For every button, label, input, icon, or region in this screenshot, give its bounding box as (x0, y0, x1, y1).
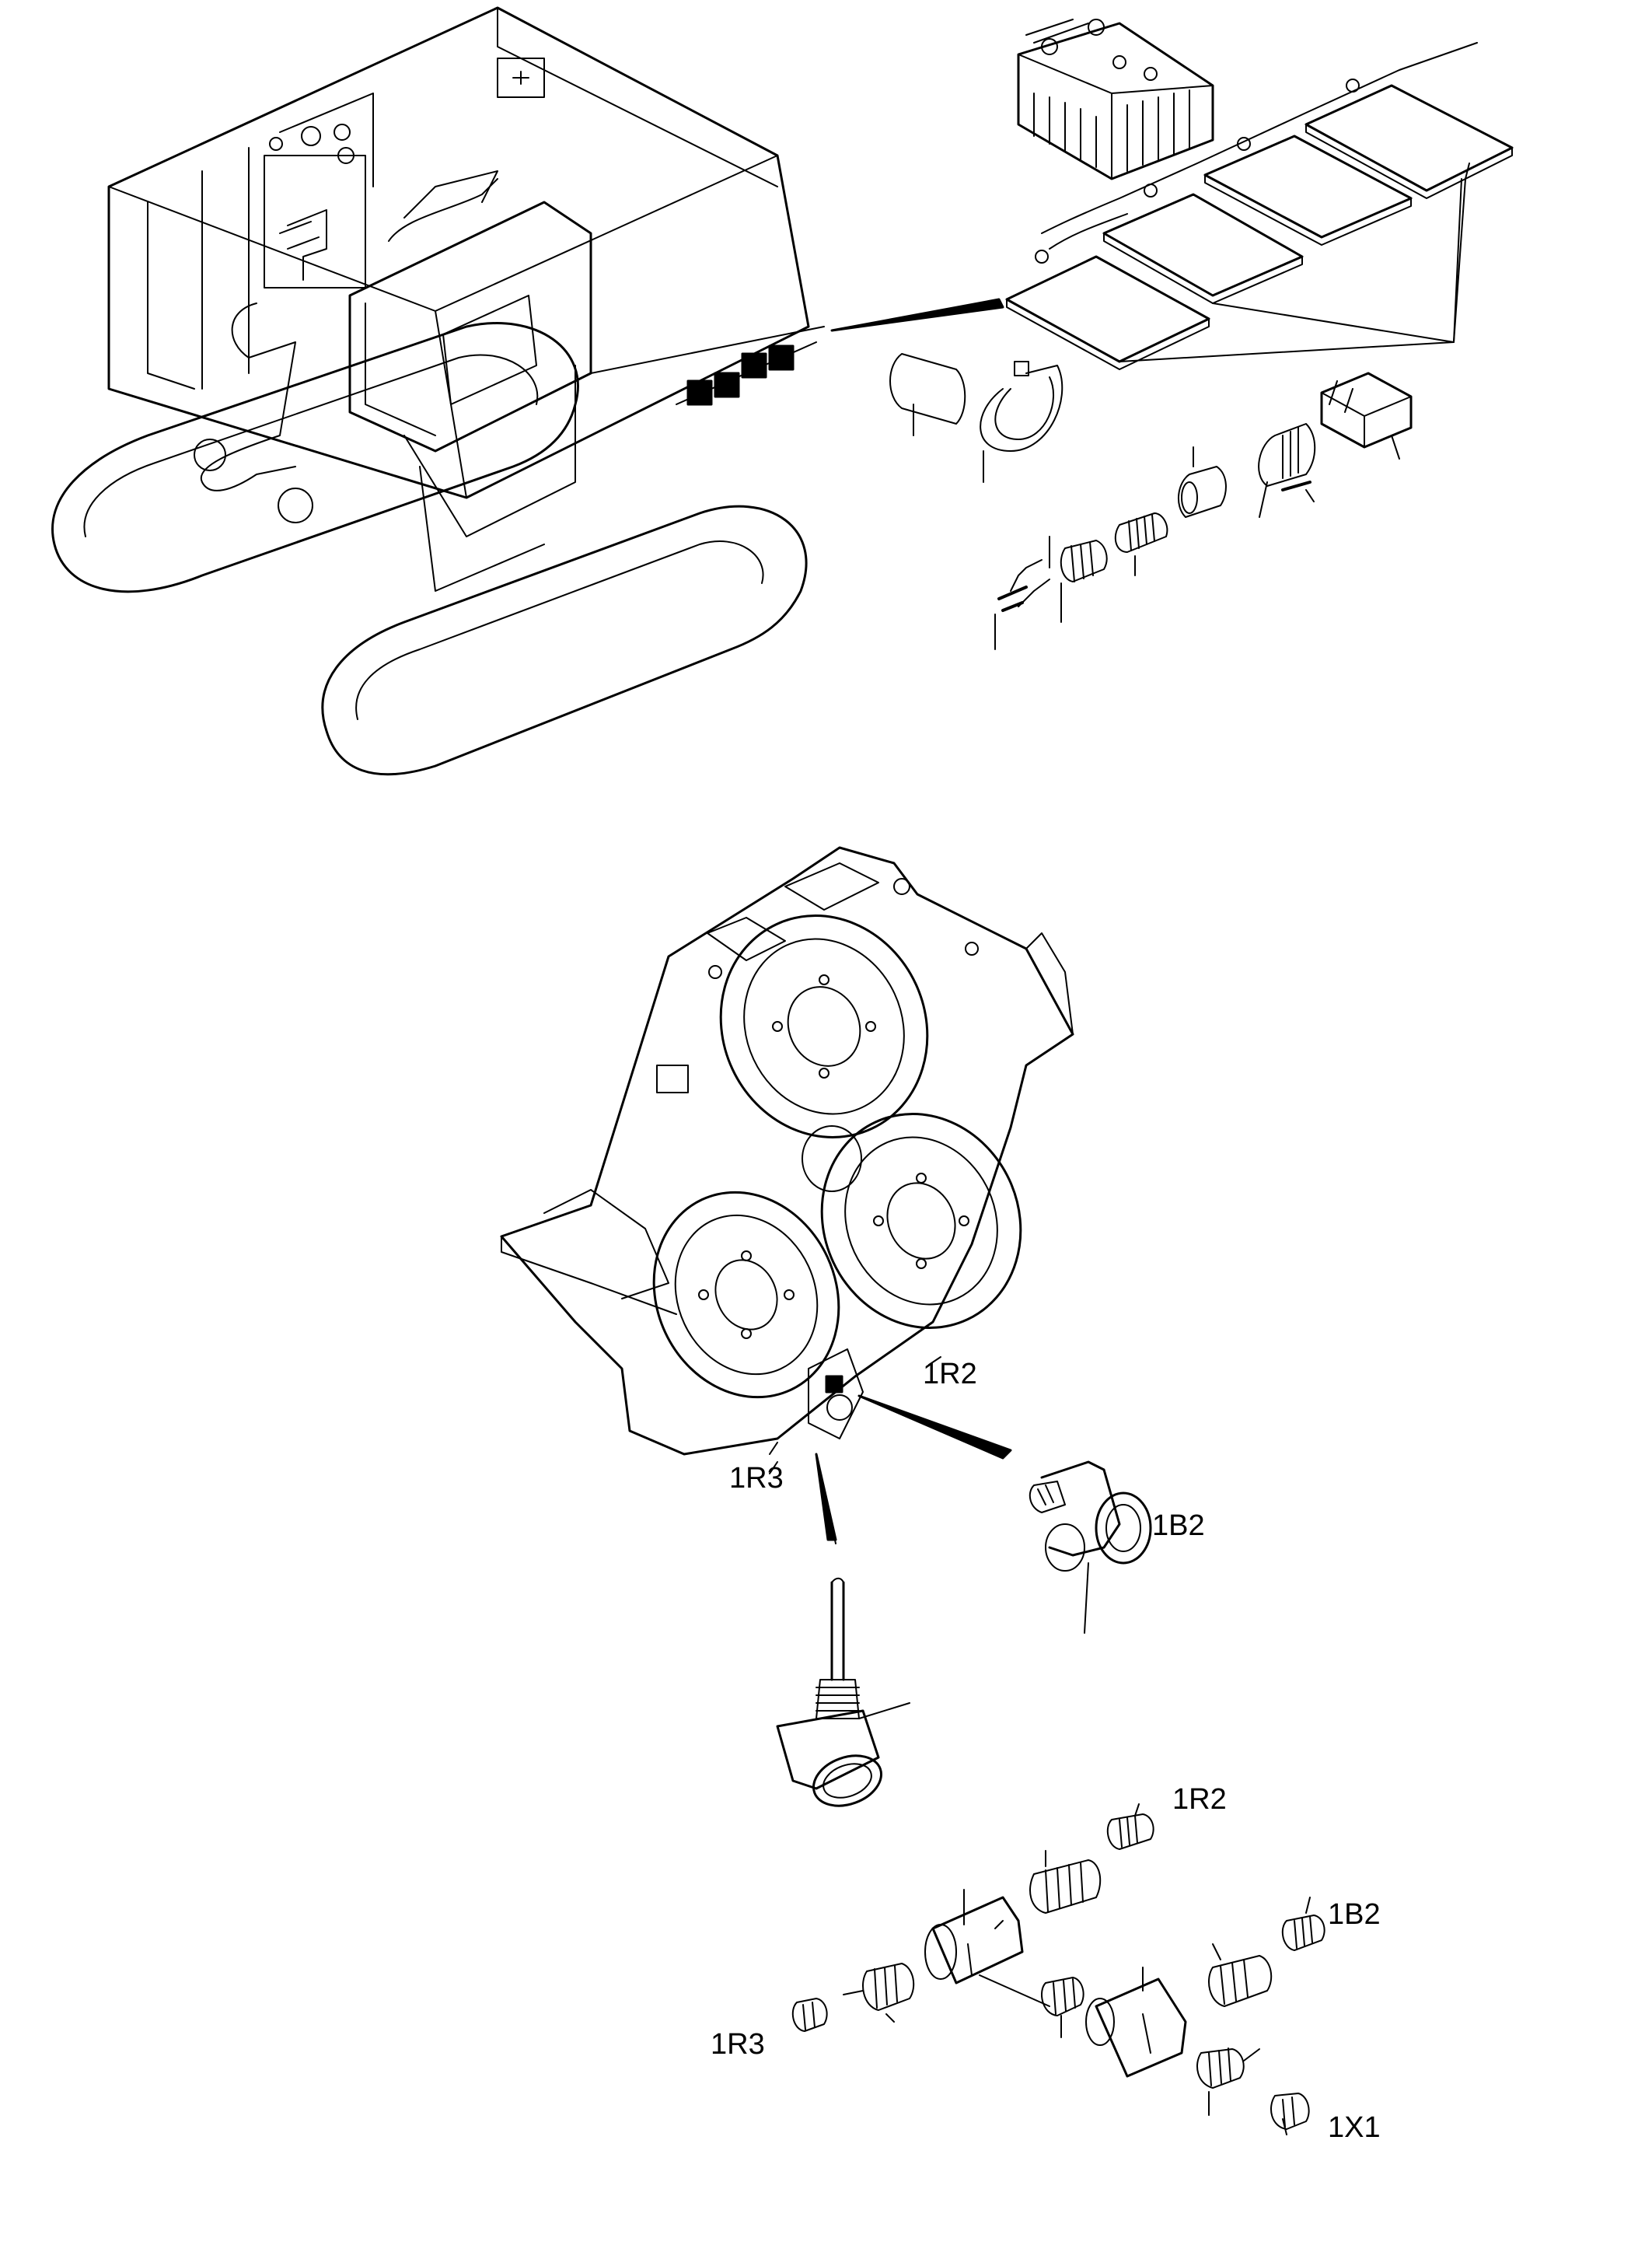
sensor-1b2 (1029, 1460, 1152, 1634)
harness-label-1r2: 1R2 (1172, 1783, 1227, 1816)
connector-kit (889, 353, 1413, 650)
leader-arrow-1b2 (857, 1394, 1012, 1460)
harness-label-1b2: 1B2 (1328, 1898, 1381, 1931)
left-track (51, 322, 579, 593)
mount-foot-right (1025, 932, 1074, 1051)
pin (1281, 481, 1311, 491)
battery-and-relays (1005, 19, 1514, 370)
gearbox-label-1r3: 1R3 (729, 1462, 784, 1495)
right-track (321, 505, 808, 776)
sensor-screw (825, 1375, 843, 1394)
upper-structure (107, 6, 810, 499)
boom (200, 302, 296, 491)
sensor-port (808, 1348, 864, 1439)
wall-box (497, 58, 545, 98)
relay-card-4 (1304, 84, 1514, 192)
relay-leader-arrow (830, 298, 1004, 332)
gear-cover-right (820, 1113, 1022, 1329)
top-plate-1 (784, 862, 879, 911)
electrical-panel (264, 155, 366, 288)
relay-card-2 (1102, 193, 1304, 297)
sensor-label-1b2: 1B2 (1152, 1509, 1205, 1542)
relay-card-3 (1203, 135, 1413, 239)
sensor-1r3-probe (776, 1577, 910, 1807)
battery (1017, 22, 1214, 180)
mount-foot-left (543, 1189, 669, 1299)
spring-seal (1114, 512, 1168, 553)
excavator-illustration (51, 6, 1004, 776)
harness-label-1r3: 1R3 (711, 2028, 765, 2061)
sleeve-nut (1177, 466, 1227, 518)
wire-spring (1060, 540, 1108, 582)
top-plate-2 (707, 917, 786, 961)
gearbox-label-1r2: 1R2 (923, 1358, 977, 1390)
relay-block-1 (686, 379, 713, 406)
relay-card-1 (1005, 255, 1210, 363)
sleeve (889, 353, 966, 425)
gear-cover-left (652, 1191, 840, 1399)
harness-label-1x1: 1X1 (1328, 2111, 1381, 2144)
harness-assembly (791, 1803, 1325, 2135)
gland-nut (1258, 423, 1316, 487)
gear-cover-top (719, 914, 929, 1138)
gearbox-housing (500, 846, 1074, 1456)
housing-connector (1320, 372, 1413, 449)
gearbox-illustration (500, 846, 1074, 1544)
cable-tie (980, 365, 1063, 452)
